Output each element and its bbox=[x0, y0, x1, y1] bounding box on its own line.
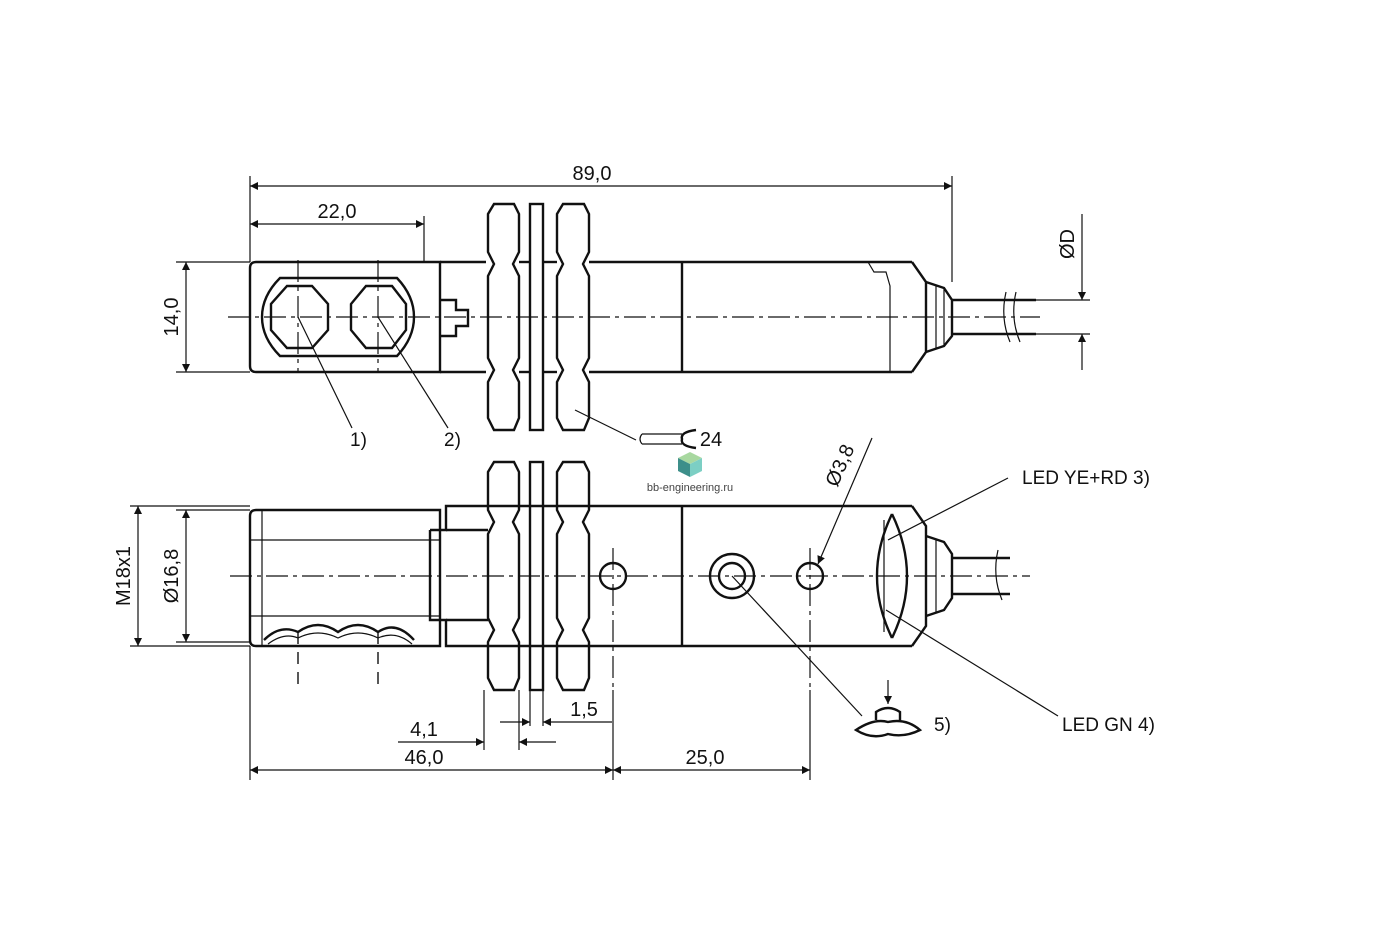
callout-1-label: 1) bbox=[350, 430, 367, 451]
watermark-text: bb-engineering.ru bbox=[647, 482, 733, 494]
watermark: bb-engineering.ru bbox=[647, 452, 733, 494]
led-ye-rd-label: LED YE+RD 3) bbox=[1022, 468, 1150, 489]
dimension-texts: 89,0 22,0 14,0 ØD M18x1 Ø16,8 Ø3,8 4,1 1… bbox=[113, 163, 1079, 769]
callout-2-label: 2) bbox=[444, 430, 461, 451]
callout-leaders bbox=[297, 316, 1059, 738]
led-gn-label: LED GN 4) bbox=[1062, 715, 1155, 736]
callout-5-label: 5) bbox=[934, 715, 951, 736]
dim-overall-length: 89,0 bbox=[573, 163, 612, 185]
top-view bbox=[228, 202, 1040, 432]
callout-texts: 1) 2) LED YE+RD 3) LED GN 4) 5) bbox=[350, 430, 1155, 736]
dim-optics-length: 22,0 bbox=[318, 201, 357, 223]
dim-wrench-size: 24 bbox=[700, 429, 722, 451]
dim-mounting-hole: Ø3,8 bbox=[822, 441, 860, 490]
dim-cable-diameter: ØD bbox=[1057, 229, 1079, 259]
dim-thread: M18x1 bbox=[113, 546, 135, 606]
dimension-lines bbox=[130, 176, 1090, 780]
dim-nut-thickness: 4,1 bbox=[410, 719, 438, 741]
dim-thread-length: 46,0 bbox=[405, 747, 444, 769]
side-view bbox=[230, 460, 1030, 692]
watermark-cube-icon bbox=[678, 452, 702, 477]
dim-washer-thickness: 1,5 bbox=[570, 699, 598, 721]
dim-body-height: 14,0 bbox=[161, 298, 183, 337]
dim-hole-distance: 25,0 bbox=[686, 747, 725, 769]
dim-thread-core-diameter: Ø16,8 bbox=[161, 549, 183, 603]
